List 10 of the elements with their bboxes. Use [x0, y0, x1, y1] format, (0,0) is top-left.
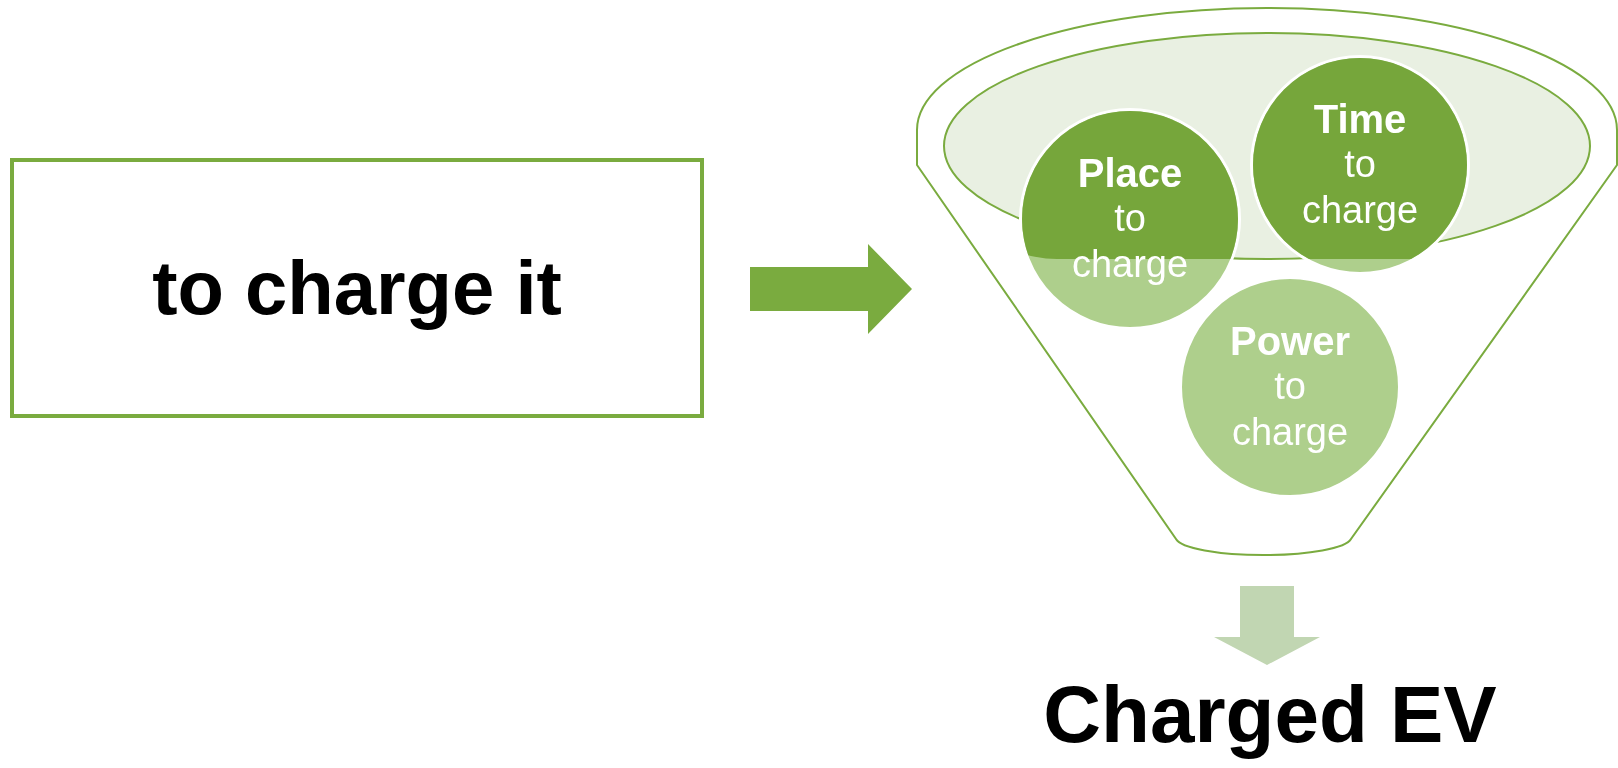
circle-heading: Time [1313, 97, 1407, 141]
circle-text: to charge [1300, 142, 1420, 233]
arrow [1214, 586, 1320, 665]
circle-heading: Power [1229, 319, 1350, 363]
arrow [750, 244, 912, 334]
box-text: to charge it [152, 244, 562, 332]
circle-text: to charge [1230, 364, 1350, 455]
result-text: Charged EV [1043, 670, 1497, 760]
text-box [10, 158, 704, 418]
circle-heading: Place [1077, 151, 1183, 195]
